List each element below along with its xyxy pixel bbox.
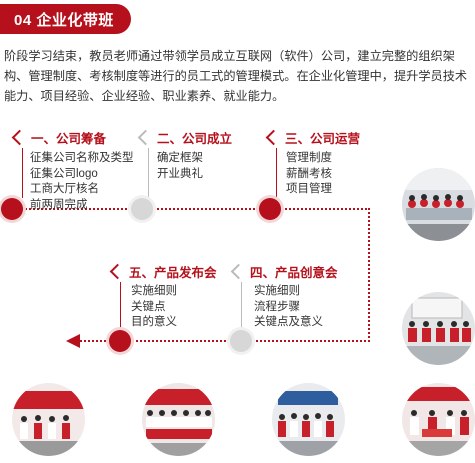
- step-3-item: 项目管理: [286, 183, 332, 195]
- team-photo: [142, 383, 215, 456]
- step-1-item: 征集公司名称及类型: [30, 152, 134, 164]
- chevron-icon: [109, 263, 126, 280]
- step-1-node: [1, 198, 23, 220]
- team-photo: [402, 168, 475, 241]
- step-4-header: 四、产品创意会: [230, 262, 338, 281]
- timeline-connector: [368, 208, 370, 342]
- step-1-stem: [22, 148, 23, 198]
- team-photo: [272, 383, 345, 456]
- team-photo: [402, 292, 475, 365]
- step-2-item: 确定框架: [157, 152, 203, 164]
- chevron-icon: [11, 129, 28, 146]
- chevron-icon: [265, 129, 282, 146]
- step-4-title: 四、产品创意会: [250, 266, 338, 280]
- step-3-stem: [276, 148, 277, 198]
- timeline-arrow-icon: [66, 334, 80, 348]
- team-photo: [12, 383, 85, 456]
- step-1-item: 征集公司logo: [30, 167, 98, 180]
- step-4-item: 流程步骤: [254, 300, 300, 313]
- intro-line: 阶段学习结束，教员老师通过带领学员成立互联网（软件）公司，建立完整的组织架: [4, 49, 455, 63]
- timeline-connector: [80, 340, 370, 342]
- step-3-title: 三、公司运营: [285, 132, 361, 146]
- step-5-item: 关键点: [131, 300, 166, 313]
- step-3-node: [259, 198, 281, 220]
- step-5-title: 五、产品发布会: [129, 266, 217, 280]
- step-1-item: 前两周完成: [30, 198, 88, 211]
- step-4-item: 关键点及意义: [254, 316, 323, 328]
- step-2-items: 确定框架 开业典礼: [157, 151, 203, 182]
- step-5-item: 实施细则: [131, 285, 177, 297]
- step-4-node: [230, 330, 252, 352]
- step-4-items: 实施细则 流程步骤 关键点及意义: [254, 284, 323, 331]
- chevron-icon: [137, 129, 154, 146]
- intro-line: 能力、项目经验、企业经验、职业素养、就业能力。: [4, 89, 285, 103]
- step-5-stem: [120, 282, 121, 330]
- step-4-item: 实施细则: [254, 285, 300, 297]
- step-3-item: 薪酬考核: [286, 167, 332, 180]
- chevron-icon: [230, 263, 247, 280]
- step-1-item: 工商大厅核名: [30, 183, 99, 195]
- step-5-items: 实施细则 关键点 目的意义: [131, 284, 177, 331]
- step-3-items: 管理制度 薪酬考核 项目管理: [286, 151, 332, 198]
- step-5-header: 五、产品发布会: [109, 262, 217, 281]
- step-4-stem: [241, 282, 242, 330]
- step-1-title: 一、公司筹备: [31, 132, 107, 146]
- step-2-header: 二、公司成立: [137, 128, 233, 147]
- team-photo: [402, 383, 475, 456]
- step-2-item: 开业典礼: [157, 167, 203, 180]
- step-5-node: [109, 330, 131, 352]
- step-5-item: 目的意义: [131, 316, 177, 328]
- section-title: 04 企业化带班: [0, 4, 131, 34]
- step-2-title: 二、公司成立: [157, 132, 233, 146]
- step-1-items: 征集公司名称及类型 征集公司logo 工商大厅核名 前两周完成: [30, 151, 134, 213]
- intro-paragraph: 阶段学习结束，教员老师通过带领学员成立互联网（软件）公司，建立完整的组织架 构、…: [4, 46, 472, 106]
- step-3-header: 三、公司运营: [265, 128, 361, 147]
- timeline-connector: [22, 208, 370, 210]
- step-2-node: [131, 198, 153, 220]
- step-1-header: 一、公司筹备: [11, 128, 107, 147]
- step-3-item: 管理制度: [286, 152, 332, 164]
- step-2-stem: [148, 148, 149, 198]
- intro-line: 构、管理制度、考核制度等进行的员工式的管理模式。在企业化管理中，提升学员技术: [4, 69, 468, 83]
